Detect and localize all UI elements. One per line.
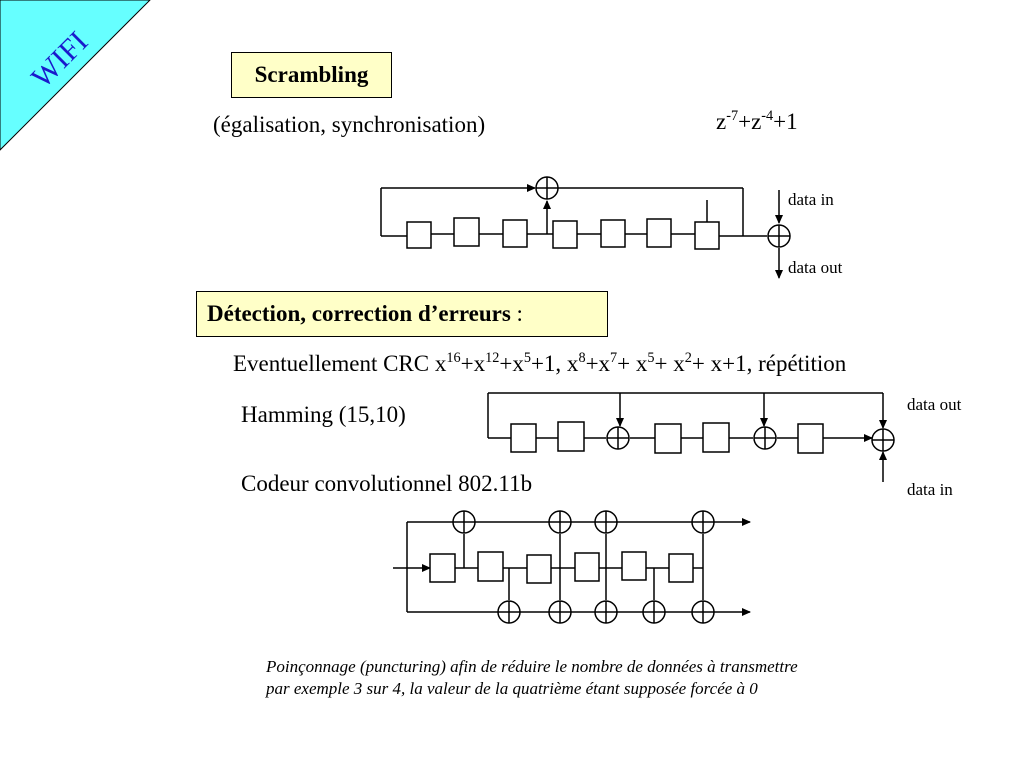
- hamming-registers: [510, 421, 824, 454]
- crc-polynomial-text: Eventuellement CRC x16+x12+x5+1, x8+x7+ …: [233, 350, 847, 376]
- hamming-label: Hamming (15,10): [241, 402, 406, 427]
- scrambling-subtitle: (égalisation, synchronisation): [213, 112, 486, 137]
- error-title: Détection, correction d’erreurs: [207, 301, 511, 326]
- scrambling-title: Scrambling: [254, 62, 369, 87]
- wifi-corner-banner: WIFI: [0, 0, 151, 151]
- scrambler-registers: [406, 217, 720, 250]
- hamming-data-out-label: data out: [907, 395, 962, 414]
- hamming-data-in-label: data in: [907, 480, 953, 499]
- scrambler-polynomial: z-7+z-4+1: [716, 108, 798, 134]
- note-line-2: par exemple 3 sur 4, la valeur de la qua…: [266, 679, 758, 698]
- puncturing-note: Poinçonnage (puncturing) afin de réduire…: [266, 656, 798, 700]
- error-title-box: Détection, correction d’erreurs :: [196, 291, 608, 337]
- note-line-1: Poinçonnage (puncturing) afin de réduire…: [266, 657, 798, 676]
- scrambler-data-in-label: data in: [788, 190, 834, 209]
- conv-coder-label: Codeur convolutionnel 802.11b: [241, 471, 533, 496]
- scrambling-title-box: Scrambling: [231, 52, 392, 98]
- scrambler-data-out-label: data out: [788, 258, 843, 277]
- conv-registers: [429, 551, 694, 584]
- hamming-diagram: [487, 392, 887, 482]
- scrambler-diagram: [380, 184, 783, 279]
